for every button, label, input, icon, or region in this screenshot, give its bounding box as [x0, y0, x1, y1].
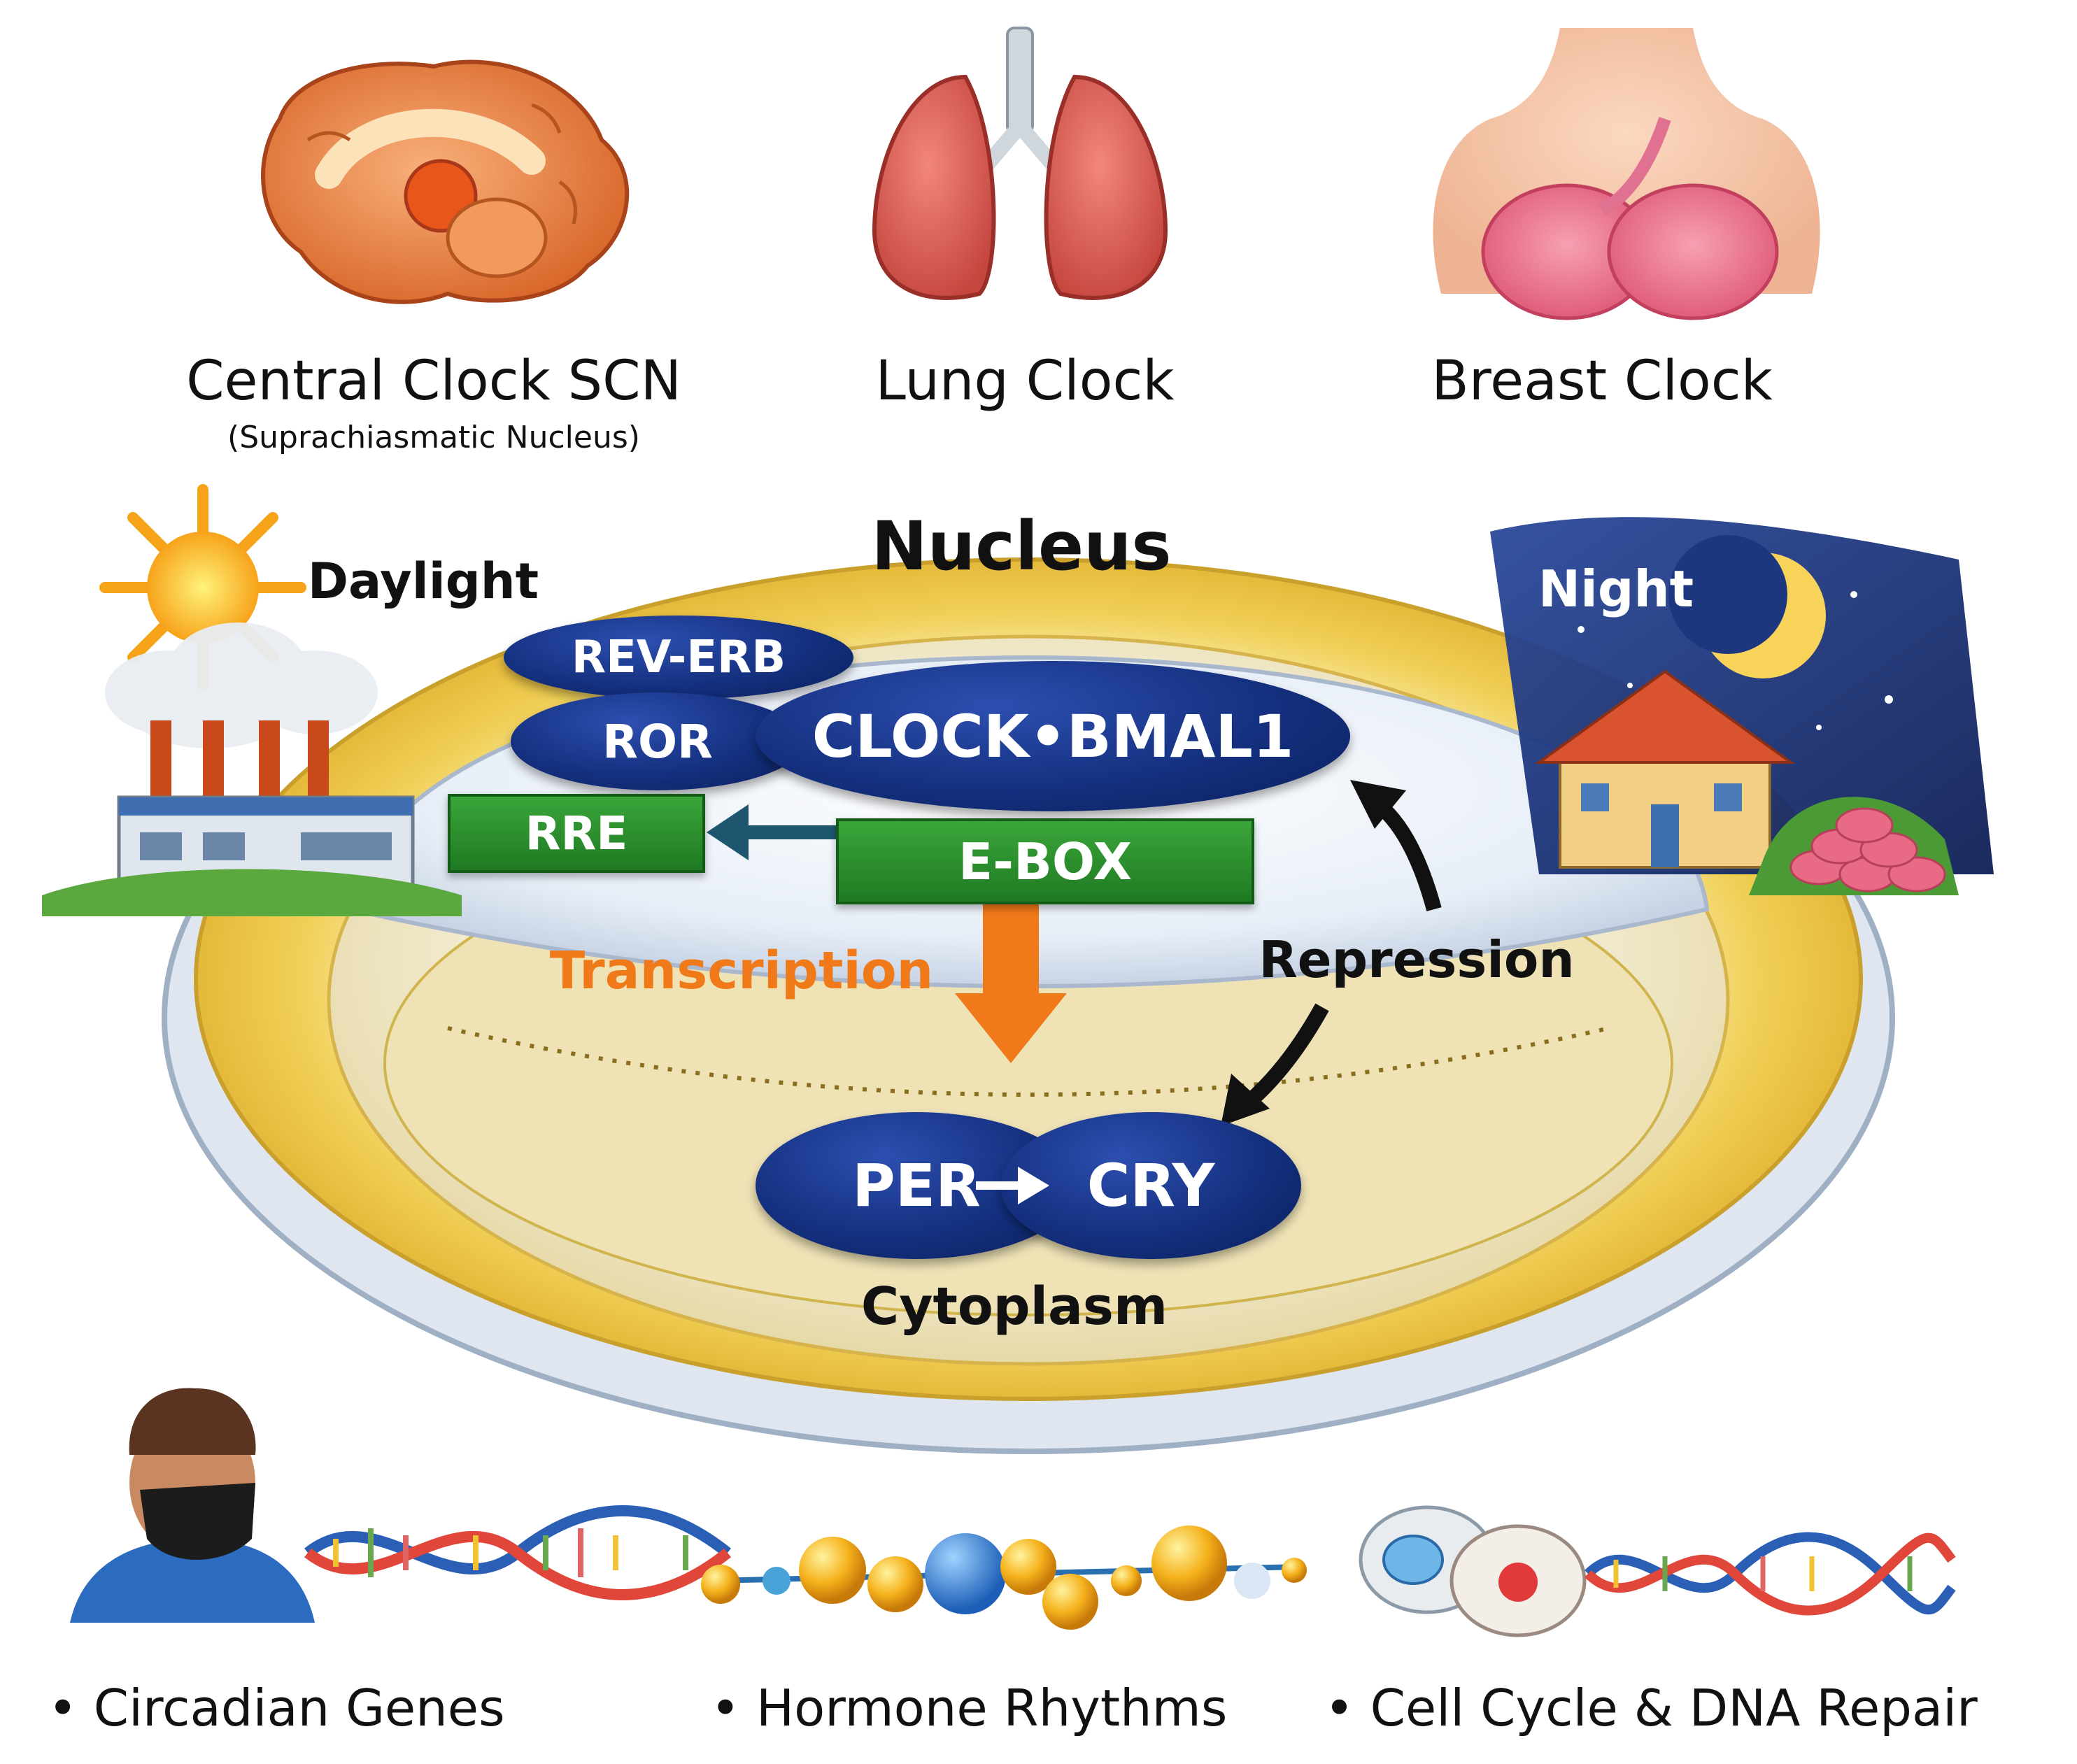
ror-protein: ROR: [511, 692, 804, 790]
brain-icon: [261, 59, 630, 304]
cell-cycle-icon: [1359, 1505, 1587, 1637]
ebox-element: E-BOX: [836, 818, 1254, 904]
output-cell-cycle-dna-repair: • Cell Cycle & DNA Repair: [1324, 1679, 1978, 1737]
transcription-label: Transcription: [549, 941, 934, 1001]
dna-helix-right: [1585, 1532, 1956, 1616]
organ-title-breast: Breast Clock: [1431, 350, 1773, 413]
daylight-label: Daylight: [307, 553, 539, 610]
ebox-to-rre-arrow: [707, 804, 839, 860]
clock-bmal1-protein: CLOCK•BMAL1: [756, 661, 1350, 811]
organ-title-scn: Central Clock SCN: [186, 350, 681, 413]
nucleus-label: Nucleus: [871, 507, 1172, 585]
lungs-icon: [872, 27, 1168, 300]
hormone-chain-icon: [701, 1525, 1307, 1630]
repression-arrow-down: [1221, 1003, 1329, 1126]
cry-protein: CRY: [1000, 1112, 1301, 1259]
repression-label: Repression: [1259, 930, 1575, 989]
person-mask-icon: [70, 1388, 315, 1623]
night-sky-panel: [1490, 517, 1994, 895]
organ-subtitle-scn: (Suprachiasmatic Nucleus): [227, 420, 640, 455]
dna-helix-left: [304, 1505, 731, 1600]
breast-icon: [1433, 28, 1820, 320]
output-circadian-genes: • Circadian Genes: [48, 1679, 505, 1737]
transcription-arrow: [955, 902, 1067, 1063]
organ-title-lung: Lung Clock: [875, 350, 1175, 413]
food-pile-icon: [1789, 807, 1946, 892]
cytoplasm-label: Cytoplasm: [860, 1276, 1168, 1337]
night-label: Night: [1538, 560, 1694, 618]
repression-arrow-up: [1350, 780, 1442, 911]
rev-erb-protein: REV-ERB: [504, 616, 853, 699]
rre-element: RRE: [448, 794, 705, 873]
per-to-cry-arrow-icon: [976, 1167, 1049, 1204]
factory-icon: [42, 623, 462, 916]
output-hormone-rhythms: • Hormone Rhythms: [710, 1679, 1228, 1737]
